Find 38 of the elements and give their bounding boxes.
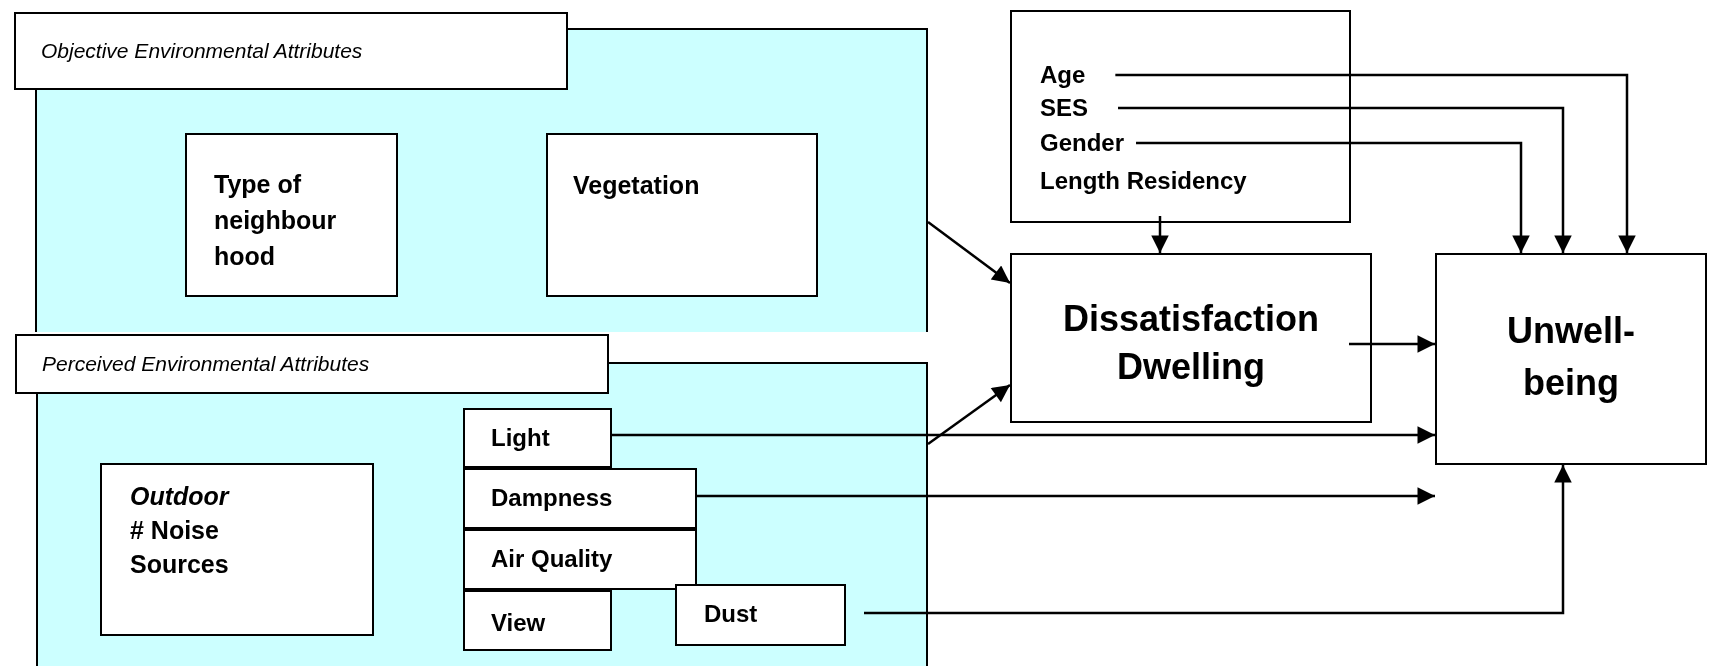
variable-box [463,529,697,590]
arrow [612,426,1435,444]
variable-box [1010,253,1372,423]
arrow [1151,216,1169,253]
arrow [1136,141,1530,253]
variable-label: Age [1040,60,1086,90]
box-label: Type of neighbour hood [214,169,338,272]
variable-box [463,408,612,468]
box-label: Light [491,423,551,453]
arrow [697,487,1435,505]
variable-box [546,133,818,297]
empty-box [1010,10,1351,223]
box-label: Dampness [491,483,614,513]
box-label: Vegetation [573,170,701,201]
arrow [1115,73,1636,253]
variable-box [100,463,374,636]
arrow [864,465,1572,615]
arrow [1349,335,1435,353]
arrow [927,221,1011,284]
panel-heading: Objective Environmental Attributes [14,12,568,90]
box-label: Dust [704,599,759,629]
variable-label: Gender [1040,128,1125,158]
variable-label: Length Residency [1040,166,1247,196]
variable-box [185,133,398,297]
variable-box [675,584,846,646]
box-label: Unwell-being [1506,309,1636,405]
variable-label: SES [1040,93,1089,123]
arrow [1118,106,1572,253]
box-label: Air Quality [491,544,614,574]
box-label: View [491,608,547,638]
box-label: Dissatisfaction Dwelling [1061,297,1321,389]
arrow [927,384,1011,445]
variable-box [463,468,697,529]
variable-box [1435,253,1707,465]
panel-heading: Perceived Environmental Attributes [15,334,609,394]
box-label: Outdoor [130,481,231,512]
box-label: # Noise Sources [130,515,230,580]
variable-box [463,590,612,651]
